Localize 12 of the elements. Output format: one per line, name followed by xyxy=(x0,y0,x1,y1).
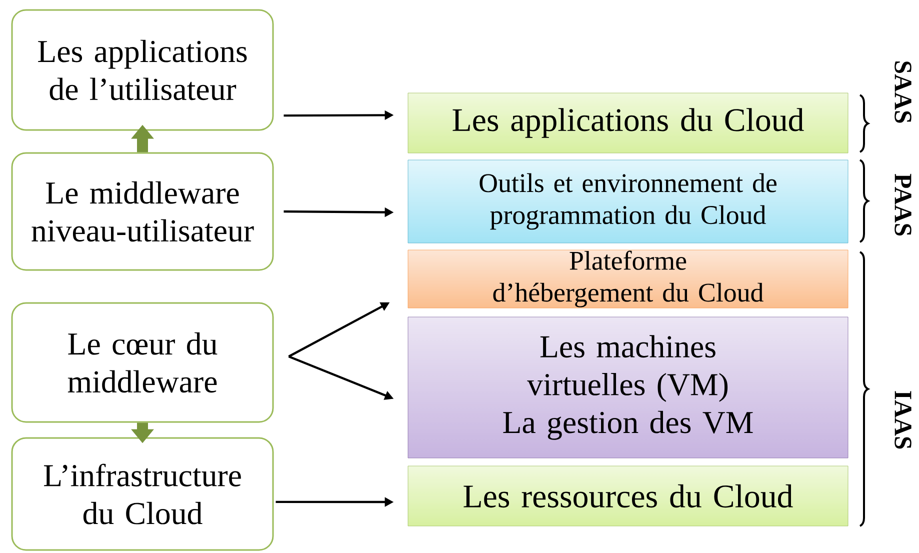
layer-box: Plateforme d’hébergement du Cloud xyxy=(408,250,848,308)
layer-box: Les applications du Cloud xyxy=(408,92,848,154)
layer-box: Le cœur du middleware xyxy=(11,302,274,423)
layer-box: Outils et environnement de programmation du Cloud xyxy=(408,160,848,244)
layer-label: IAAS xyxy=(894,391,912,449)
layer-box: Les ressources du Cloud xyxy=(408,466,848,526)
layer-label: SAAS xyxy=(894,61,912,123)
layer-box: Les machines virtuelles (VM) La gestion des VM xyxy=(408,316,848,458)
layer-box: Le middleware niveau-utilisateur xyxy=(11,152,274,271)
layer-box: L’infrastructure du Cloud xyxy=(11,437,274,551)
layer-box: Les applications de l’utilisateur xyxy=(11,9,274,131)
layer-label: PAAS xyxy=(894,174,912,236)
